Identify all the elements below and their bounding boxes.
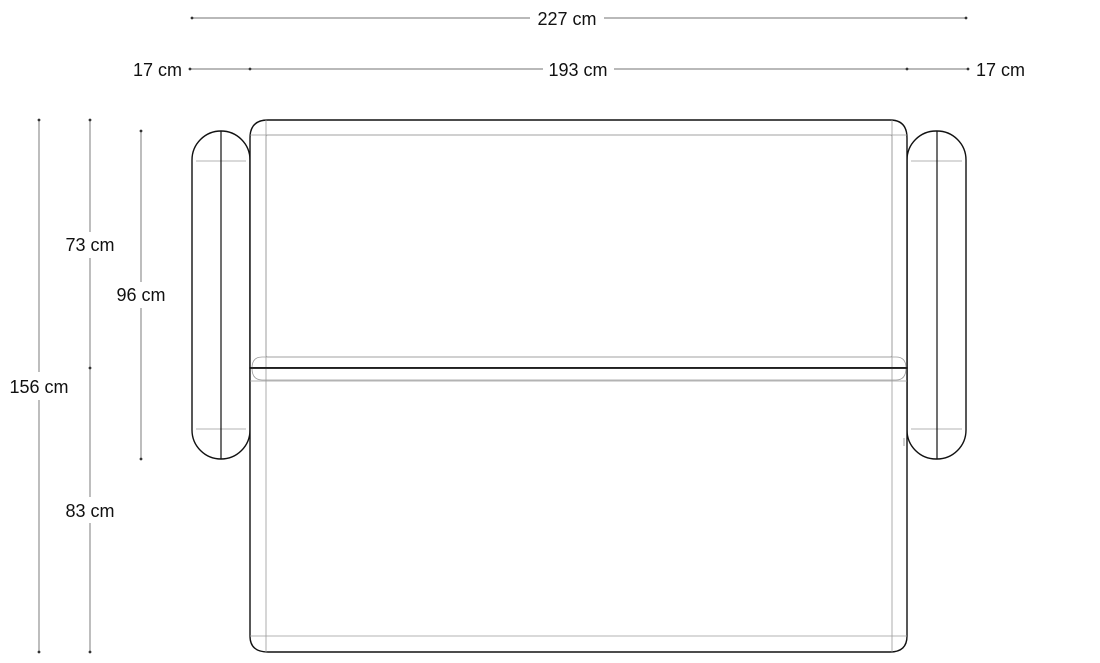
sofa-top-view [191, 119, 967, 653]
seat-width-label: 193 cm [548, 60, 607, 80]
arm-depth-label: 96 cm [116, 285, 165, 305]
left-armrest [191, 130, 251, 460]
backrest-depth-label: 73 cm [65, 235, 114, 255]
total-depth-label: 156 cm [9, 377, 68, 397]
arm-depth-dimension: 96 cm [116, 129, 166, 461]
arm-left-label: 17 cm [133, 60, 182, 80]
total-depth-dimension: 156 cm [9, 118, 69, 654]
arm-right-label: 17 cm [976, 60, 1025, 80]
center-seam [250, 356, 907, 381]
width-breakdown-dimension: 17 cm 193 cm 17 cm [133, 60, 1025, 80]
backrest-section [249, 119, 908, 369]
right-armrest [906, 130, 967, 460]
extension-depth-label: 83 cm [65, 501, 114, 521]
total-width-dimension: 227 cm [190, 9, 968, 29]
seat-extension-section [249, 367, 908, 653]
depth-breakdown-dimension: 73 cm 83 cm [65, 118, 115, 654]
total-width-label: 227 cm [537, 9, 596, 29]
